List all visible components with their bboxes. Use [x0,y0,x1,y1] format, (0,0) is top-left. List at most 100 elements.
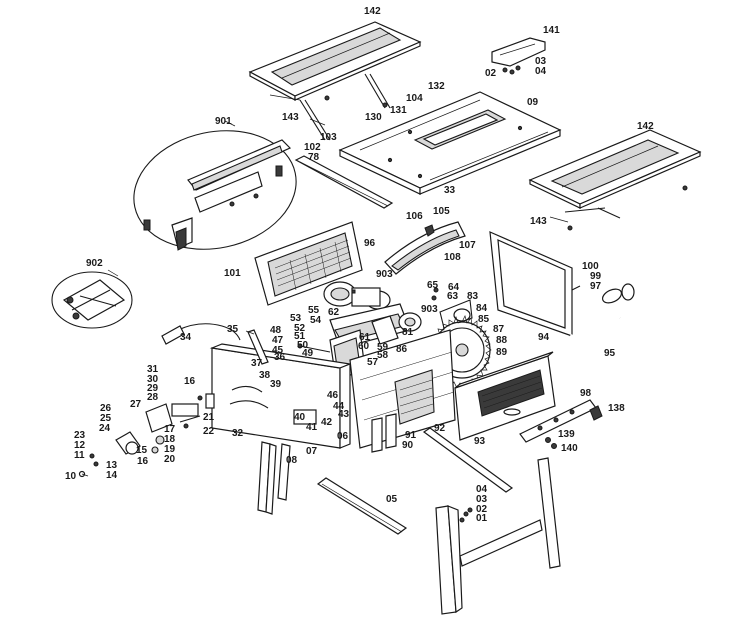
part-label: 100 [582,261,599,272]
central-frame [349,329,456,453]
part-label: 06 [337,431,349,442]
part-label: 81 [402,327,414,338]
switch-box [78,393,215,478]
part-label: 52 [294,323,306,334]
part-label: 95 [604,348,616,359]
part-label: 36 [274,352,286,363]
part-label: 51 [294,331,306,342]
part-label: 02 [476,504,488,515]
lever-98 [519,399,603,449]
part-label: 05 [386,494,398,505]
part-label: 87 [493,324,505,335]
part-label: 28 [147,392,159,403]
part-label: 23 [74,430,86,441]
part-label: 102 [304,142,321,153]
bracket-141 [491,37,546,75]
part-label: 14 [106,470,118,481]
part-label: 97 [590,281,602,292]
dust-hose [569,283,635,345]
part-label: 42 [321,417,333,428]
part-label: 138 [608,403,625,414]
part-label: 59 [377,342,389,353]
part-label: 39 [270,379,282,390]
part-label: 901 [215,116,232,127]
right-legs [435,457,561,615]
part-label: 55 [308,305,320,316]
part-label: 35 [227,324,239,335]
part-label: 89 [496,347,508,358]
part-label: 84 [476,303,488,314]
part-label: 143 [282,112,299,123]
part-label: 90 [402,440,414,451]
front-panel-93 [454,351,556,441]
part-label: 142 [364,6,381,17]
part-label: 83 [467,291,479,302]
part-label: 130 [365,112,382,123]
part-label: 12 [74,440,86,451]
part-label: 41 [306,422,318,433]
part-label: 902 [86,258,103,269]
part-label: 78 [308,152,320,163]
part-label: 02 [485,68,497,79]
part-label: 85 [478,314,490,325]
part-label: 63 [447,291,459,302]
part-label: 140 [561,443,578,454]
callout-902 [51,271,133,329]
blade-guard [384,221,466,275]
part-label: 131 [390,105,407,116]
part-label: 104 [406,93,423,104]
part-label: 19 [164,444,176,455]
part-label: 64 [448,282,460,293]
part-label: 96 [364,238,376,249]
part-label: 18 [164,434,176,445]
power-cord [161,323,269,365]
part-label: 49 [302,348,314,359]
part-label: 10 [65,471,77,482]
part-label: 30 [147,374,159,385]
part-label: 86 [396,344,408,355]
part-label: 38 [259,370,271,381]
part-label: 132 [428,81,445,92]
part-label: 50 [297,340,309,351]
rail-92 [422,427,514,493]
part-label: 139 [558,429,575,440]
rail-102 [294,155,394,209]
part-label: 58 [377,350,389,361]
part-label: 47 [272,335,284,346]
part-label: 11 [74,450,85,461]
part-label: 21 [203,412,215,423]
part-label: 03 [476,494,488,505]
part-label: 65 [427,280,439,291]
part-label: 33 [444,185,456,196]
main-table [338,91,562,195]
front-housing [209,343,353,449]
part-label: 22 [203,426,215,437]
part-label: 17 [164,424,176,435]
part-label: 03 [535,56,547,67]
part-label: 108 [444,252,461,263]
part-label: 107 [459,240,476,251]
part-label: 13 [106,460,118,471]
part-label: 903 [421,304,438,315]
part-label: 142 [637,121,654,132]
part-label: 48 [270,325,282,336]
part-label: 01 [476,513,488,524]
part-label: 04 [535,66,547,77]
part-label: 62 [328,307,340,318]
part-label: 57 [367,357,379,368]
part-label: 16 [137,456,149,467]
part-label: 93 [474,436,486,447]
part-label: 20 [164,454,176,465]
part-label: 106 [406,211,423,222]
side-panel-94 [489,231,581,337]
part-label: 26 [100,403,112,414]
part-label: 60 [358,341,370,352]
part-label: 143 [530,216,547,227]
part-label: 46 [327,390,339,401]
part-label: 37 [251,358,263,369]
part-label: 45 [272,345,284,356]
part-label: 61 [359,332,371,343]
part-label: 103 [320,132,337,143]
